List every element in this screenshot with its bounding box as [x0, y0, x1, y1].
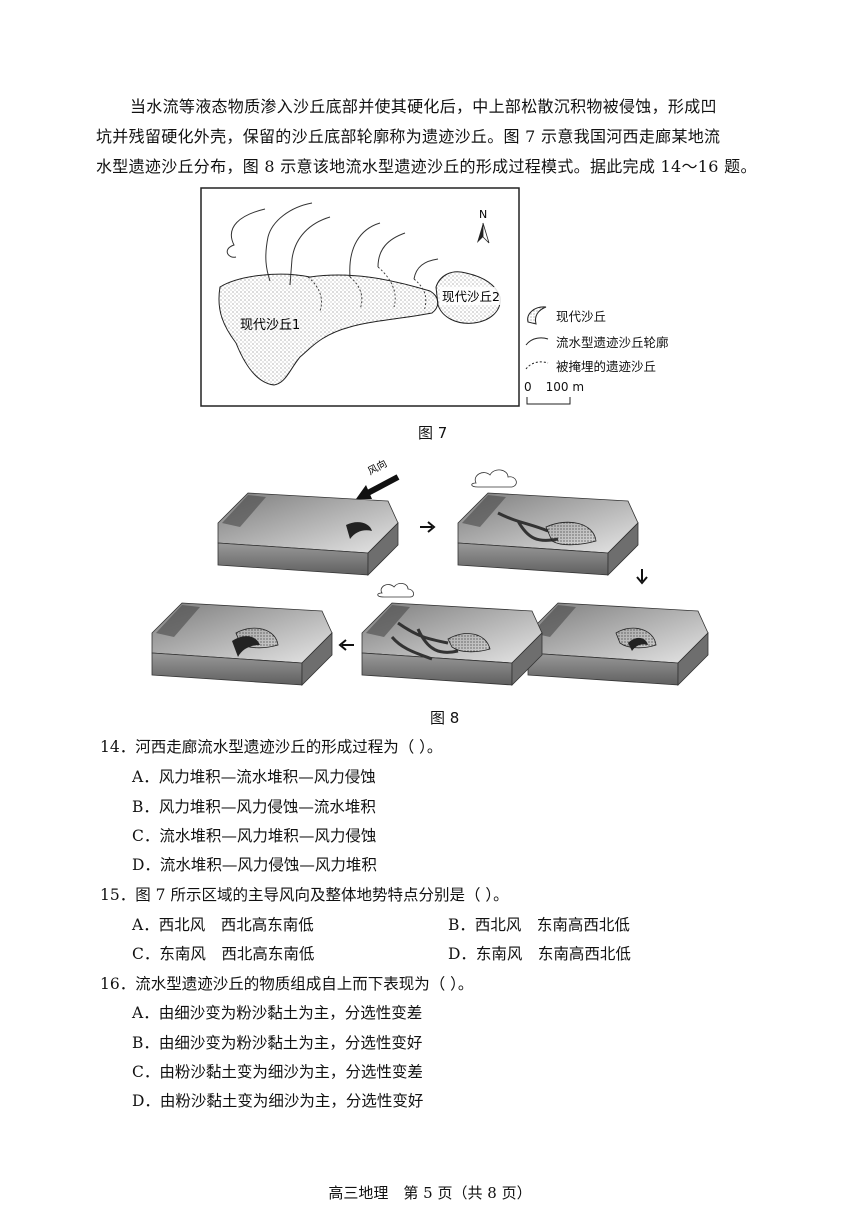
outline-curve	[265, 202, 313, 282]
stage-2-block	[457, 469, 639, 576]
outline-curve	[226, 208, 266, 258]
legend-modern-dune: 现代沙丘	[524, 304, 606, 326]
question-14-option-c[interactable]: C．流水堆积—风力堆积—风力侵蚀	[132, 827, 377, 845]
question-16-option-b[interactable]: B．由细沙变为粉沙黏土为主，分选性变好	[132, 1034, 423, 1052]
scale-zero: 0	[524, 380, 532, 394]
question-16-option-a[interactable]: A．由细沙变为粉沙黏土为主，分选性变差	[132, 1004, 423, 1022]
outline-line-icon	[525, 336, 549, 345]
modern-dune-icon	[527, 306, 547, 325]
intro-paragraph: 当水流等液态物质渗入沙丘底部并使其硬化后，中上部松散沉积物被侵蚀，形成凹 坑并残…	[96, 92, 776, 182]
scale-bar: 0 100 m	[524, 380, 584, 394]
outline-curve	[377, 232, 406, 268]
legend-buried-text: 被掩埋的遗迹沙丘	[556, 359, 657, 374]
legend-outline-text: 流水型遗迹沙丘轮廓	[556, 335, 669, 350]
question-15-option-d[interactable]: D．东南风 东南高西北低	[448, 945, 631, 963]
question-15-option-b[interactable]: B．西北风 东南高西北低	[448, 916, 630, 934]
dune-1-label: 现代沙丘1	[240, 318, 300, 333]
question-14-option-a[interactable]: A．风力堆积—流水堆积—风力侵蚀	[132, 768, 376, 786]
buried-dune	[377, 266, 396, 308]
wind-label: 风向	[365, 457, 389, 478]
figure-7-legend: 现代沙丘 流水型遗迹沙丘轮廓 被掩埋的遗迹沙丘 0 100 m	[524, 300, 724, 410]
legend-buried: 被掩埋的遗迹沙丘	[524, 356, 656, 375]
page-footer: 高三地理 第 5 页（共 8 页）	[328, 1184, 532, 1202]
question-16-stem: 16．流水型遗迹沙丘的物质组成自上而下表现为（ ）。	[100, 975, 474, 993]
legend-modern-dune-text: 现代沙丘	[556, 308, 607, 324]
north-label: N	[479, 208, 487, 221]
outline-curve	[349, 222, 381, 278]
figure-7-map: N 现代沙丘1 现代沙丘2	[200, 187, 520, 407]
intro-line-3: 水型遗迹沙丘分布，图 8 示意该地流水型遗迹沙丘的形成过程模式。据此完成 14～…	[96, 157, 757, 176]
question-16-option-c[interactable]: C．由粉沙黏土变为细沙为主，分选性变差	[132, 1063, 423, 1081]
intro-line-1: 当水流等液态物质渗入沙丘底部并使其硬化后，中上部松散沉积物被侵蚀，形成凹	[130, 97, 717, 116]
buried-dune	[413, 278, 427, 312]
figure-8-process: 风向	[151, 457, 709, 686]
buried-line-icon	[525, 360, 549, 369]
scale-bar-line	[526, 397, 571, 405]
modern-dune-1	[218, 273, 439, 386]
stage-5-block	[151, 602, 333, 686]
outline-curve	[289, 216, 331, 286]
stage-1-block	[217, 492, 399, 576]
question-15-option-a[interactable]: A．西北风 西北高东南低	[132, 916, 314, 934]
arrow-left-icon	[338, 639, 354, 651]
north-arrow-icon	[477, 222, 490, 244]
question-14-option-b[interactable]: B．风力堆积—风力侵蚀—流水堆积	[132, 798, 376, 816]
stage-3-block	[527, 602, 709, 686]
scale-label: 100 m	[545, 380, 585, 394]
wind-arrow-icon	[356, 474, 400, 499]
question-15-option-c[interactable]: C．东南风 西北高东南低	[132, 945, 315, 963]
buried-dune	[349, 276, 363, 310]
question-15-stem: 15．图 7 所示区域的主导风向及整体地势特点分别是（ ）。	[100, 886, 509, 904]
question-14-stem: 14．河西走廊流水型遗迹沙丘的形成过程为（ ）。	[100, 738, 443, 756]
figure-7-caption: 图 7	[418, 424, 448, 442]
buried-dune	[307, 276, 322, 312]
arrow-down-icon	[636, 569, 648, 585]
question-16-option-d[interactable]: D．由粉沙黏土变为细沙为主，分选性变好	[132, 1092, 424, 1110]
stage-4-block	[361, 583, 543, 686]
question-14-option-d[interactable]: D．流水堆积—风力侵蚀—风力堆积	[132, 856, 377, 874]
arrow-right-icon	[420, 521, 436, 533]
intro-line-2: 坑并残留硬化外壳，保留的沙丘底部轮廓称为遗迹沙丘。图 7 示意我国河西走廊某地流	[96, 127, 721, 146]
legend-outline: 流水型遗迹沙丘轮廓	[524, 332, 669, 351]
figure-8-caption: 图 8	[430, 709, 460, 727]
outline-curve	[413, 258, 439, 280]
dune-2-label: 现代沙丘2	[442, 289, 500, 304]
